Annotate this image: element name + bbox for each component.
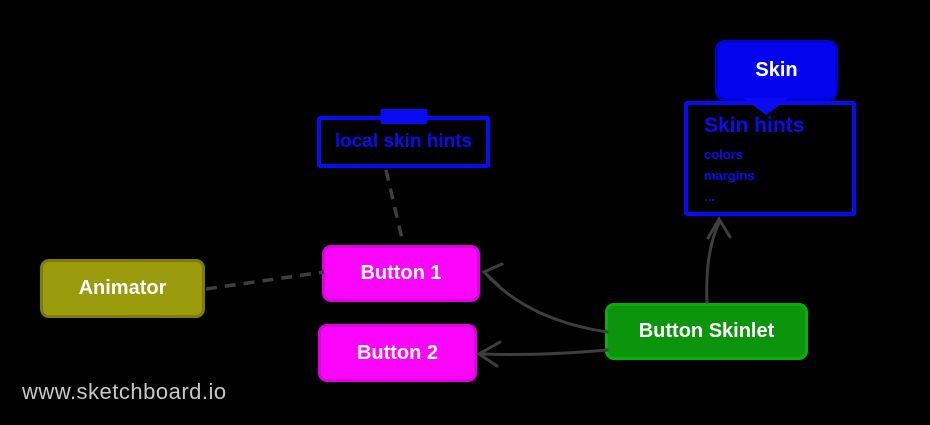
local-skin-hints-label: local skin hints: [334, 131, 473, 152]
edge-button-skinlet-to-button1[interactable]: [481, 262, 609, 334]
skin-hints-item: ...: [704, 189, 715, 204]
node-button2-label: Button 2: [356, 341, 439, 364]
arrowhead-button2: [476, 340, 502, 368]
skin-attachment-tail-icon: [743, 98, 789, 115]
node-animator[interactable]: Animator: [40, 259, 205, 318]
arrowhead-button1: [481, 262, 504, 288]
edge-local-skin-hints-to-button1[interactable]: [384, 169, 405, 244]
arrowhead-skin-hints: [706, 216, 732, 240]
node-local-skin-hints[interactable]: local skin hints: [317, 109, 490, 168]
sketchboard-watermark: www.sketchboard.io: [22, 379, 227, 404]
node-button1[interactable]: Button 1: [322, 245, 480, 302]
edge-animator-to-button1[interactable]: [205, 270, 325, 291]
note-tab-icon: [380, 109, 427, 124]
skin-hints-title: Skin hints: [704, 114, 805, 137]
skin-hints-item: margins: [704, 168, 755, 183]
node-button-skinlet[interactable]: Button Skinlet: [605, 303, 808, 360]
node-button-skinlet-label: Button Skinlet: [638, 320, 775, 342]
node-button2[interactable]: Button 2: [318, 324, 477, 382]
node-skin-hints[interactable]: Skin hints colors margins ...: [684, 101, 856, 216]
edge-button-skinlet-to-button2[interactable]: [476, 340, 609, 368]
skin-hints-item: colors: [704, 147, 744, 162]
edge-button-skinlet-to-skin-hints[interactable]: [705, 216, 732, 304]
node-animator-label: Animator: [78, 277, 167, 299]
node-skin-label: Skin: [755, 59, 798, 81]
node-skin[interactable]: Skin: [715, 40, 838, 101]
node-button1-label: Button 1: [360, 262, 442, 284]
